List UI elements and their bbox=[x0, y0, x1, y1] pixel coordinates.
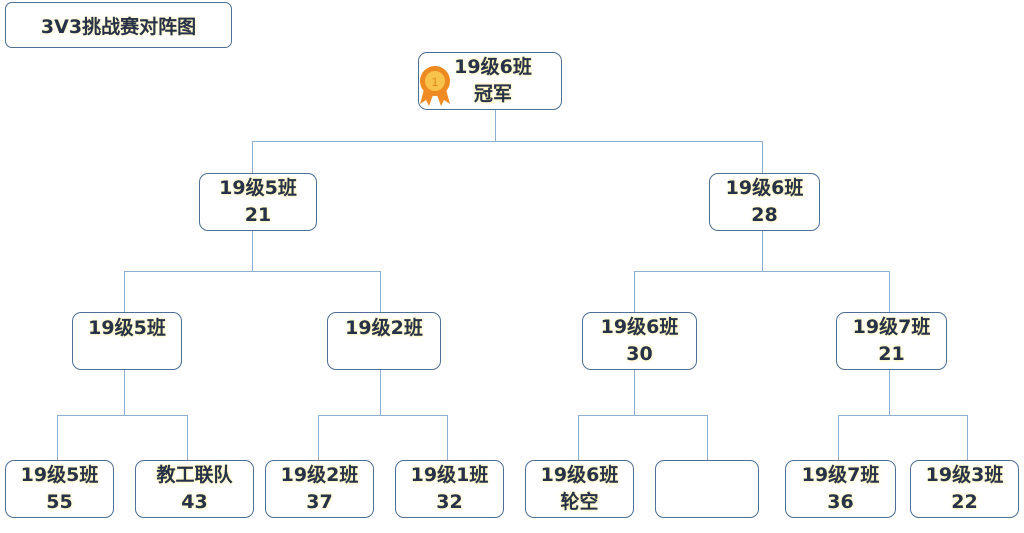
quarterfinal-node: 19级7班 21 bbox=[836, 312, 947, 370]
connector-line bbox=[252, 141, 763, 142]
connector-line bbox=[889, 370, 890, 415]
node-score: 轮空 bbox=[560, 491, 599, 513]
connector-line bbox=[380, 370, 381, 415]
connector-line bbox=[578, 415, 708, 416]
connector-line bbox=[57, 415, 58, 460]
connector-line bbox=[707, 415, 708, 460]
diagram-title: 3V3挑战赛对阵图 bbox=[5, 2, 232, 48]
connector-line bbox=[495, 110, 496, 141]
first-round-node: 19级3班 22 bbox=[910, 460, 1019, 518]
connector-line bbox=[447, 415, 448, 460]
node-team: 19级3班 bbox=[925, 464, 1004, 486]
node-score: 22 bbox=[951, 491, 978, 513]
connector-line bbox=[634, 271, 635, 312]
node-team: 19级7班 bbox=[852, 316, 931, 338]
connector-line bbox=[252, 141, 253, 173]
node-team: 19级1班 bbox=[410, 464, 489, 486]
connector-line bbox=[838, 415, 968, 416]
node-team: 19级2班 bbox=[280, 464, 359, 486]
connector-line bbox=[838, 415, 839, 460]
node-team: 19级7班 bbox=[801, 464, 880, 486]
first-round-node: 19级7班 36 bbox=[785, 460, 896, 518]
connector-line bbox=[762, 141, 763, 173]
node-team: 19级6班 bbox=[725, 177, 804, 199]
connector-line bbox=[124, 370, 125, 415]
first-round-node: 19级5班 55 bbox=[5, 460, 114, 518]
medal-icon: 1 bbox=[420, 66, 450, 106]
first-round-node: 19级6班轮空 bbox=[525, 460, 634, 518]
node-score: 32 bbox=[436, 491, 463, 513]
semifinal-node: 19级5班 21 bbox=[199, 173, 317, 231]
quarterfinal-node: 19级2班 bbox=[327, 312, 441, 370]
champion-team: 19级6班 bbox=[454, 56, 532, 78]
connector-line bbox=[380, 271, 381, 312]
node-team: 19级6班 bbox=[600, 316, 679, 338]
connector-line bbox=[57, 415, 188, 416]
node-score: 28 bbox=[751, 204, 778, 226]
node-team: 19级6班 bbox=[540, 464, 619, 486]
medal-number: 1 bbox=[432, 75, 439, 89]
first-round-node: 19级1班 32 bbox=[395, 460, 504, 518]
connector-line bbox=[967, 415, 968, 460]
connector-line bbox=[318, 415, 319, 460]
connector-line bbox=[634, 271, 890, 272]
semifinal-node: 19级6班 28 bbox=[709, 173, 820, 231]
connector-line bbox=[252, 231, 253, 271]
node-score: 43 bbox=[181, 491, 208, 513]
node-score: 30 bbox=[626, 343, 653, 365]
quarterfinal-node: 19级5班 bbox=[72, 312, 182, 370]
connector-line bbox=[889, 271, 890, 312]
first-round-node bbox=[655, 460, 759, 518]
connector-line bbox=[124, 271, 381, 272]
node-team: 19级5班 bbox=[88, 317, 166, 339]
first-round-node: 19级2班 37 bbox=[265, 460, 374, 518]
node-team: 19级2班 bbox=[345, 317, 423, 339]
node-score: 55 bbox=[46, 491, 73, 513]
node-score: 37 bbox=[306, 491, 333, 513]
node-team: 19级5班 bbox=[219, 177, 297, 199]
node-team: 19级5班 bbox=[20, 464, 99, 486]
quarterfinal-node: 19级6班 30 bbox=[582, 312, 697, 370]
first-round-node: 教工联队 43 bbox=[135, 460, 254, 518]
node-score: 21 bbox=[244, 204, 272, 226]
champion-label: 冠军 bbox=[473, 83, 512, 105]
node-score: 36 bbox=[827, 491, 854, 513]
connector-line bbox=[124, 271, 125, 312]
connector-line bbox=[762, 231, 763, 271]
connector-line bbox=[187, 415, 188, 460]
connector-line bbox=[578, 415, 579, 460]
connector-line bbox=[634, 370, 635, 415]
node-score: 21 bbox=[878, 343, 905, 365]
connector-line bbox=[318, 415, 448, 416]
node-team: 教工联队 bbox=[156, 464, 233, 486]
